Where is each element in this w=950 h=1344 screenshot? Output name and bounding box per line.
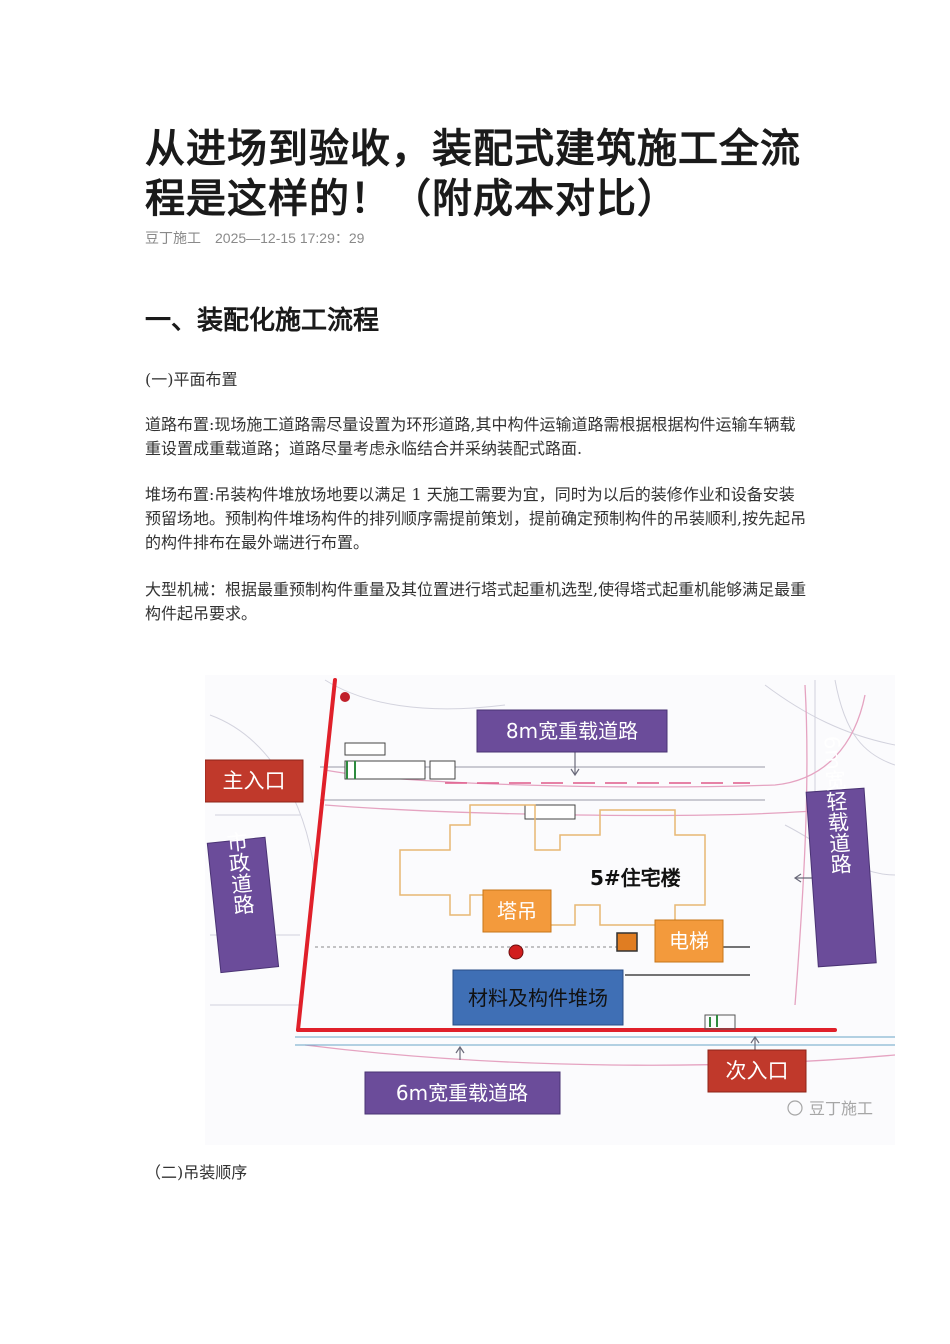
- label-main-entrance: 主入口: [205, 759, 304, 803]
- label-light-road: 6m宽轻载道路: [805, 735, 877, 968]
- storage-text: 材料及构件堆场: [468, 986, 608, 1010]
- author-name[interactable]: 豆丁施工: [145, 230, 201, 246]
- label-secondary-entrance: 次入口: [707, 1049, 807, 1093]
- subheading-layout: (一)平面布置: [145, 370, 238, 389]
- main-entrance-text: 主入口: [223, 769, 286, 793]
- building-label: 5#住宅楼: [590, 866, 681, 890]
- watermark-text: 豆丁施工: [809, 1099, 873, 1118]
- article-meta: 豆丁施工 2025—12-15 17:29：29: [145, 228, 364, 248]
- label-storage: 材料及构件堆场: [452, 969, 624, 1026]
- elevator-text: 电梯: [669, 929, 709, 953]
- section-heading: 一、装配化施工流程: [145, 306, 380, 336]
- wechat-icon: [787, 1100, 803, 1116]
- elevator-marker: [616, 932, 638, 952]
- label-municipal-road: 市政道路: [206, 830, 280, 974]
- paragraph-machinery: 大型机械：根据最重预制构件重量及其位置进行塔式起重机选型,使得塔式起重机能够满足…: [145, 580, 807, 623]
- road-top-text: 8m宽重载道路: [506, 719, 638, 743]
- label-tower-crane: 塔吊: [482, 889, 552, 933]
- road-bottom-text: 6m宽重载道路: [396, 1081, 528, 1105]
- crane-position-marker: [508, 944, 524, 960]
- subheading-hoisting: （二)吊装顺序: [145, 1163, 248, 1182]
- article-title: 从进场到验收，装配式建筑施工全流程是这样的！（附成本对比）: [145, 125, 801, 222]
- secondary-entrance-text: 次入口: [726, 1059, 789, 1083]
- paragraph-road: 道路布置:现场施工道路需尽量设置为环形道路,其中构件运输道路需根据根据构件运输车…: [145, 415, 796, 458]
- paragraph-storage: 堆场布置:吊装构件堆放场地要以满足 1 天施工需要为宜，同时为以后的装修作业和设…: [145, 485, 807, 552]
- site-layout-figure: 8m宽重载道路 主入口 市政道路 6m宽轻载道路 5#住宅楼 塔吊 电梯 材料及…: [205, 675, 895, 1145]
- label-road-top: 8m宽重载道路: [476, 709, 668, 753]
- watermark: 豆丁施工: [787, 1099, 873, 1118]
- tower-crane-text: 塔吊: [497, 899, 537, 923]
- label-elevator: 电梯: [654, 919, 724, 963]
- publish-time: 2025—12-15 17:29：29: [215, 230, 365, 246]
- label-road-bottom: 6m宽重载道路: [364, 1071, 561, 1115]
